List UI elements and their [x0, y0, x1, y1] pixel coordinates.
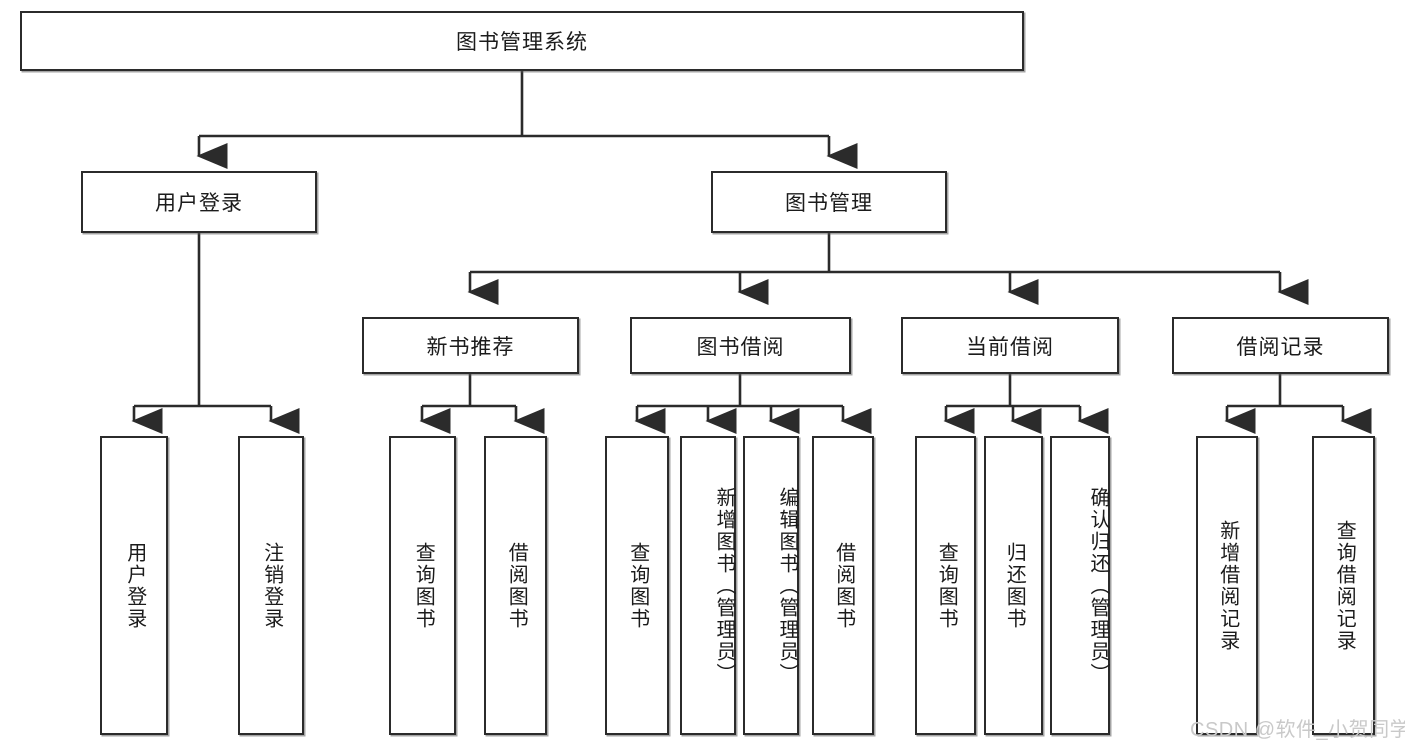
- node-book-borrow-label: 图书借阅: [696, 335, 785, 359]
- leaf-rec-query2[interactable]: 查询借阅记录: [1312, 436, 1375, 735]
- leaf-rec-add-label: 新增借阅记录: [1216, 519, 1239, 652]
- csdn-watermark: CSDN @软件_小贺同学: [1190, 719, 1405, 741]
- leaf-user-login[interactable]: 用户登录: [100, 436, 168, 735]
- leaf-borrow-do[interactable]: 借阅图书: [812, 436, 874, 735]
- leaf-user-login-label: 用户登录: [123, 541, 146, 630]
- node-root[interactable]: 图书管理系统: [20, 11, 1024, 71]
- leaf-borrow-add[interactable]: 新增图书（管理员）: [680, 436, 736, 735]
- node-current-borrow[interactable]: 当前借阅: [901, 317, 1119, 374]
- leaf-borrow-add-label: 新增图书（管理员）: [713, 486, 735, 685]
- leaf-cur-return[interactable]: 归还图书: [984, 436, 1043, 735]
- node-borrow-record-label: 借阅记录: [1236, 335, 1325, 359]
- node-book-manage[interactable]: 图书管理: [711, 171, 947, 233]
- leaf-cur-return-label: 归还图书: [1003, 541, 1026, 630]
- leaf-rec-query2-label: 查询借阅记录: [1333, 519, 1356, 652]
- leaf-rec-borrow-label: 借阅图书: [505, 541, 528, 630]
- node-new-book-rec[interactable]: 新书推荐: [362, 317, 579, 374]
- leaf-borrow-query-label: 查询图书: [626, 541, 649, 630]
- leaf-rec-query[interactable]: 查询图书: [389, 436, 456, 735]
- leaf-user-logout[interactable]: 注销登录: [238, 436, 304, 735]
- leaf-cur-confirm-label: 确认归还（管理员）: [1087, 486, 1109, 685]
- node-borrow-record[interactable]: 借阅记录: [1172, 317, 1389, 374]
- leaf-rec-add[interactable]: 新增借阅记录: [1196, 436, 1258, 735]
- leaf-rec-query-label: 查询图书: [412, 541, 435, 630]
- node-user-login[interactable]: 用户登录: [81, 171, 317, 233]
- leaf-cur-confirm[interactable]: 确认归还（管理员）: [1050, 436, 1110, 735]
- node-book-borrow[interactable]: 图书借阅: [630, 317, 851, 374]
- leaf-cur-query[interactable]: 查询图书: [915, 436, 976, 735]
- node-new-book-rec-label: 新书推荐: [426, 335, 515, 359]
- leaf-borrow-query[interactable]: 查询图书: [605, 436, 669, 735]
- leaf-rec-borrow[interactable]: 借阅图书: [484, 436, 547, 735]
- node-user-login-label: 用户登录: [155, 192, 243, 215]
- node-current-borrow-label: 当前借阅: [966, 335, 1054, 359]
- leaf-borrow-do-label: 借阅图书: [832, 541, 855, 630]
- node-book-manage-label: 图书管理: [785, 192, 873, 215]
- leaf-borrow-edit[interactable]: 编辑图书（管理员）: [743, 436, 799, 735]
- leaf-user-logout-label: 注销登录: [260, 541, 283, 630]
- node-root-label: 图书管理系统: [456, 31, 588, 54]
- leaf-cur-query-label: 查询图书: [935, 541, 958, 630]
- leaf-borrow-edit-label: 编辑图书（管理员）: [776, 486, 798, 685]
